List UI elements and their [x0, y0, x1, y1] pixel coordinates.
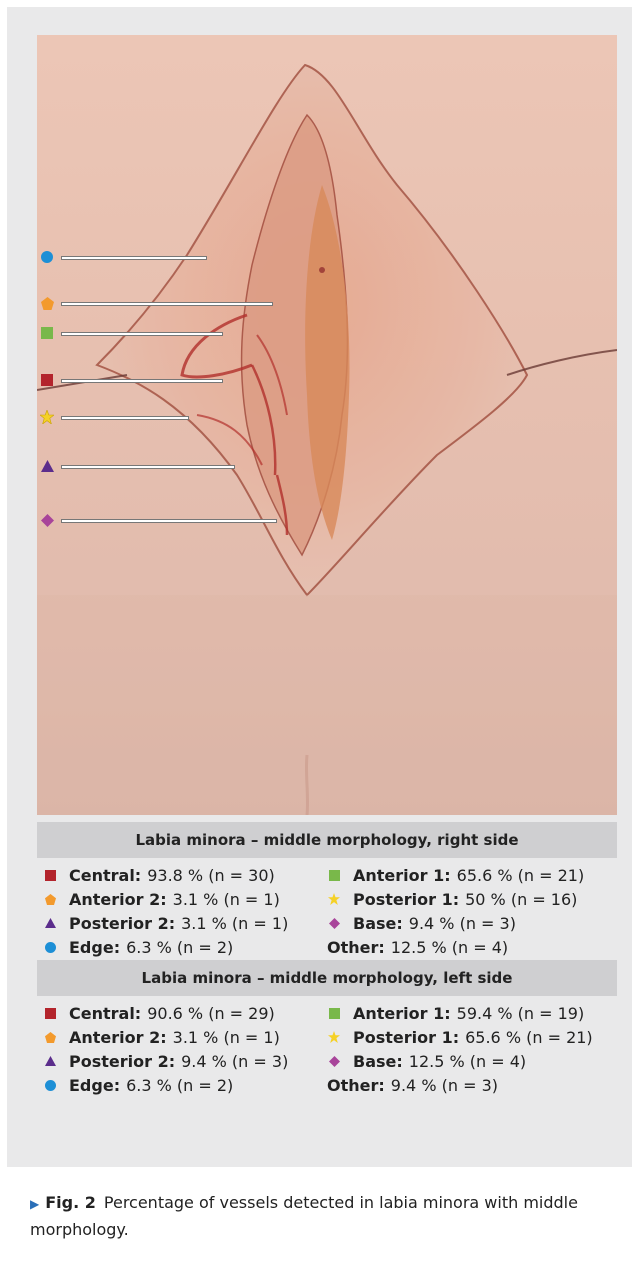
anatomical-drawing	[37, 35, 617, 815]
anatomical-drawing-photo	[37, 35, 617, 815]
central-marker-icon	[40, 373, 54, 387]
square-icon	[327, 1006, 341, 1020]
diamond-icon	[327, 916, 341, 930]
legend-item: Anterior 2: 3.1 % (n = 1)	[43, 1025, 280, 1049]
anterior-1-pointer-line	[61, 332, 223, 336]
legend-item: Posterior 2: 3.1 % (n = 1)	[43, 911, 288, 935]
legend-item: Anterior 1: 65.6 % (n = 21)	[327, 863, 584, 887]
square-icon	[43, 1006, 57, 1020]
star-icon	[327, 1030, 341, 1044]
triangle-icon	[43, 1054, 57, 1068]
legend-item: Central: 90.6 % (n = 29)	[43, 1001, 275, 1025]
figure-panel: Labia minora – middle morphology, right …	[7, 7, 632, 1167]
legend-item: Base: 9.4 % (n = 3)	[327, 911, 516, 935]
posterior-1-marker-icon	[40, 410, 54, 424]
base-pointer-line	[61, 519, 277, 523]
legend-item: Posterior 1: 65.6 % (n = 21)	[327, 1025, 593, 1049]
legend-item: Posterior 2: 9.4 % (n = 3)	[43, 1049, 288, 1073]
triangle-icon	[43, 916, 57, 930]
legend-item: Base: 12.5 % (n = 4)	[327, 1049, 526, 1073]
legend-item: Anterior 1: 59.4 % (n = 19)	[327, 1001, 584, 1025]
circle-icon	[43, 1078, 57, 1092]
edge-marker-icon	[40, 250, 54, 264]
left-side-table-title: Labia minora – middle morphology, left s…	[37, 960, 617, 996]
square-icon	[327, 868, 341, 882]
circle-icon	[43, 940, 57, 954]
posterior-2-pointer-line	[61, 465, 235, 469]
caption-text: Percentage of vessels detected in labia …	[30, 1193, 578, 1239]
legend-item: Edge: 6.3 % (n = 2)	[43, 1073, 233, 1097]
anterior-1-marker-icon	[40, 326, 54, 340]
pentagon-icon	[43, 1030, 57, 1044]
legend-item: Posterior 1: 50 % (n = 16)	[327, 887, 577, 911]
legend-item: Other: 12.5 % (n = 4)	[327, 935, 508, 959]
anterior-2-marker-icon	[40, 296, 54, 310]
right-side-table-title: Labia minora – middle morphology, right …	[37, 822, 617, 858]
central-pointer-line	[61, 379, 223, 383]
posterior-1-pointer-line	[61, 416, 189, 420]
caption-arrow-icon: ▶	[30, 1197, 39, 1211]
posterior-2-marker-icon	[40, 459, 54, 473]
star-icon	[327, 892, 341, 906]
legend-item: Anterior 2: 3.1 % (n = 1)	[43, 887, 280, 911]
legend-item: Edge: 6.3 % (n = 2)	[43, 935, 233, 959]
diamond-icon	[327, 1054, 341, 1068]
anterior-2-pointer-line	[61, 302, 273, 306]
pentagon-icon	[43, 892, 57, 906]
base-marker-icon	[40, 513, 54, 527]
square-icon	[43, 868, 57, 882]
legend-item: Other: 9.4 % (n = 3)	[327, 1073, 498, 1097]
edge-pointer-line	[61, 256, 207, 260]
figure-label: Fig. 2	[45, 1193, 96, 1212]
legend-item: Central: 93.8 % (n = 30)	[43, 863, 275, 887]
